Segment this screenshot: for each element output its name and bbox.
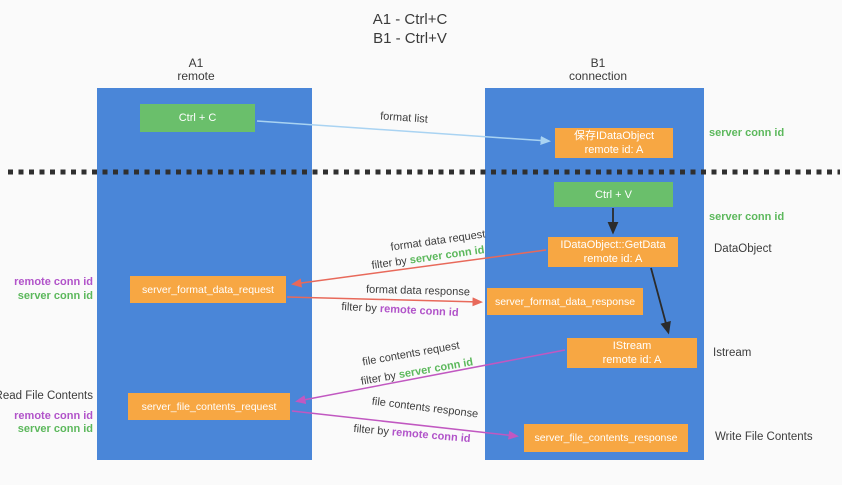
lane-b1-name: B1 xyxy=(590,56,606,70)
node-server-file-contents-request: server_file_contents_request xyxy=(128,393,290,420)
annotation-istream: Istream xyxy=(713,347,752,359)
lane-a1-role: remote xyxy=(177,69,215,83)
arrow-format-data-response xyxy=(286,296,483,307)
node-istream-line1: IStream xyxy=(612,340,652,352)
annotation-server-conn-id-top: server conn id xyxy=(709,127,785,139)
node-idataobject-getdata-line1: IDataObject::GetData xyxy=(560,239,666,251)
annotation-server-conn-id-left-top: server conn id xyxy=(17,290,93,302)
node-save-dataobject-line2: remote id: A xyxy=(584,144,644,156)
annotation-remote-conn-id-bottom: remote conn id xyxy=(14,410,93,422)
node-server-format-data-response: server_format_data_response xyxy=(487,288,643,315)
page-title: A1 - Ctrl+C B1 - Ctrl+V xyxy=(373,10,448,48)
title-line-2: B1 - Ctrl+V xyxy=(373,30,447,47)
node-save-dataobject: 保存IDataObject remote id: A xyxy=(555,128,673,158)
annotation-conn-ids-top: remote conn id server conn id xyxy=(14,275,93,303)
lane-a1-name: A1 xyxy=(188,56,204,70)
node-idataobject-getdata-line2: remote id: A xyxy=(583,253,643,265)
annotation-dataobject: DataObject xyxy=(714,243,772,255)
node-istream: IStream remote id: A xyxy=(567,338,697,368)
node-idataobject-getdata: IDataObject::GetData remote id: A xyxy=(548,237,678,267)
node-server-file-contents-response-label: server_file_contents_response xyxy=(534,432,678,444)
annotation-server-conn-id-mid: server conn id xyxy=(709,211,785,223)
node-ctrl-v: Ctrl + V xyxy=(554,182,673,207)
annotation-write-file-contents: Write File Contents xyxy=(715,431,813,443)
node-server-file-contents-request-label: server_file_contents_request xyxy=(141,400,277,413)
arrow-file-contents-request xyxy=(295,349,566,405)
node-ctrl-v-label: Ctrl + V xyxy=(595,188,632,201)
lane-b1-role: connection xyxy=(568,69,628,83)
annotation-server-conn-id-left-bottom: server conn id xyxy=(17,423,93,435)
node-ctrl-c-label: Ctrl + C xyxy=(178,112,217,124)
node-server-format-data-request: server_format_data_request xyxy=(130,276,286,303)
filter-by-text: filter by xyxy=(341,300,378,315)
annotation-conn-ids-bottom: remote conn id server conn id xyxy=(14,410,93,436)
arrow-format-list xyxy=(256,120,551,145)
arrow-file-contents-response xyxy=(291,410,519,440)
arrow-getdata-to-istream xyxy=(650,267,671,335)
node-ctrl-c: Ctrl + C xyxy=(140,104,255,132)
lane-header-a1: A1 remote xyxy=(177,57,214,83)
node-server-format-data-request-label: server_format_data_request xyxy=(142,283,274,296)
annotation-read-file-contents: Read File Contents xyxy=(0,390,93,402)
arrow-format-data-request xyxy=(291,249,547,288)
annotation-remote-conn-id-top: remote conn id xyxy=(14,276,93,288)
title-line-1: A1 - Ctrl+C xyxy=(372,11,448,28)
node-save-dataobject-line1: 保存IDataObject xyxy=(573,130,655,142)
node-server-file-contents-response: server_file_contents_response xyxy=(524,424,688,452)
node-istream-line2: remote id: A xyxy=(602,354,662,366)
lane-header-b1: B1 connection xyxy=(569,57,627,83)
node-server-format-data-response-label: server_format_data_response xyxy=(494,295,636,308)
